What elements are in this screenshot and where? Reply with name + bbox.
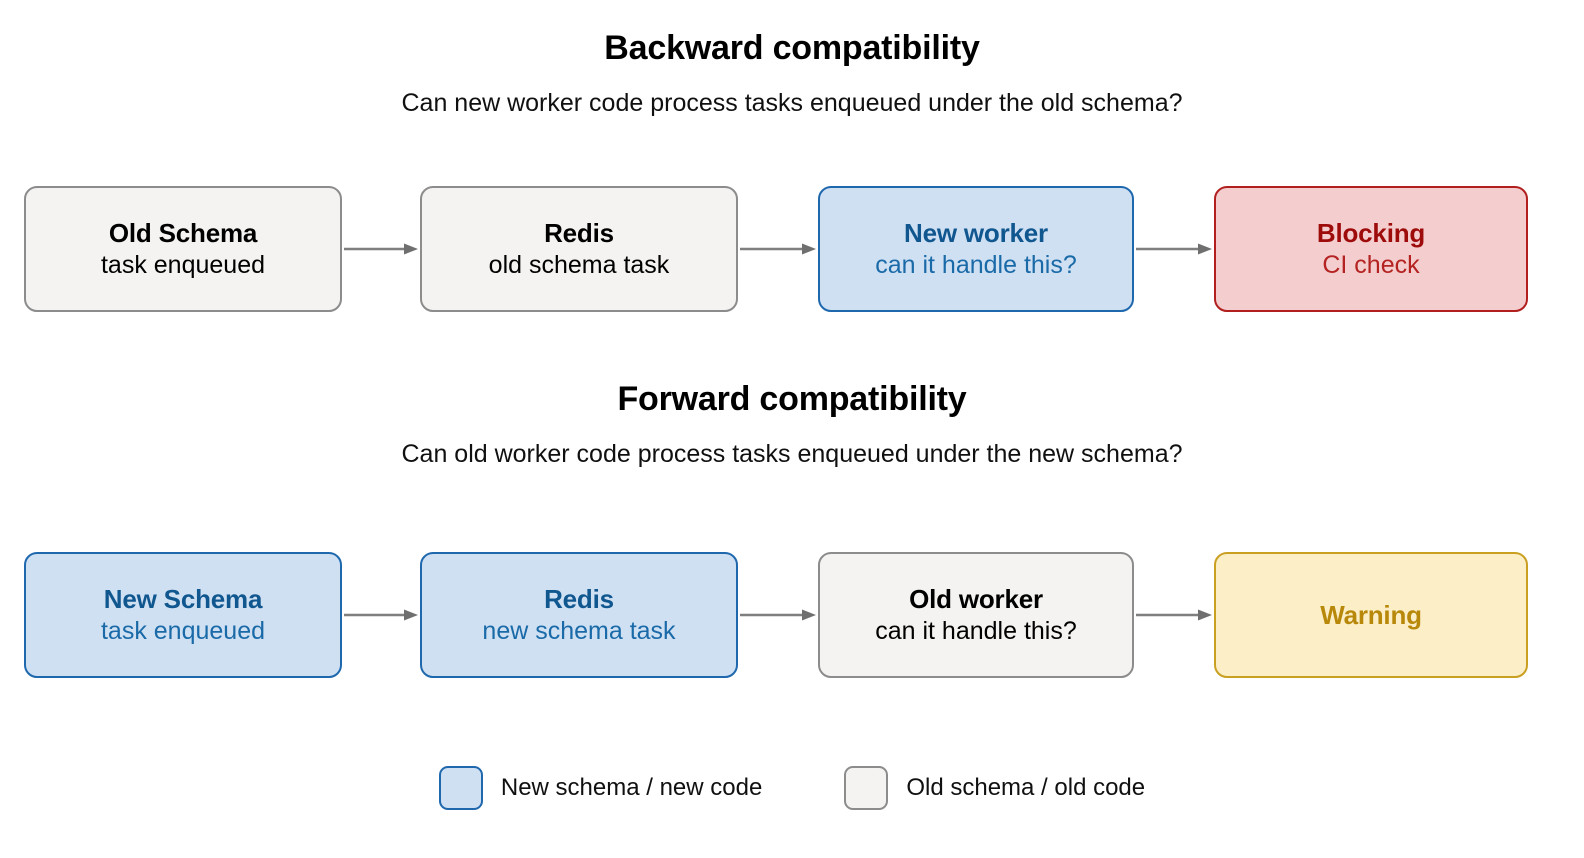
node-warning[interactable]: Warning bbox=[1214, 552, 1528, 678]
legend-swatch-neutral bbox=[844, 766, 889, 810]
node-title: Redis bbox=[544, 217, 614, 248]
legend-item-old: Old schema / old code bbox=[844, 766, 1145, 810]
flow-row-forward: New Schema task enqueued Redis new schem… bbox=[0, 552, 1584, 680]
node-title: Old Schema bbox=[108, 217, 258, 248]
node-old-schema[interactable]: Old Schema task enqueued bbox=[24, 186, 342, 312]
arrow-right-icon bbox=[344, 607, 418, 623]
node-redis-old[interactable]: Redis old schema task bbox=[420, 186, 738, 312]
flow-row-backward: Old Schema task enqueued Redis old schem… bbox=[0, 186, 1584, 314]
node-title: Warning bbox=[1320, 599, 1422, 630]
node-new-schema[interactable]: New Schema task enqueued bbox=[24, 552, 342, 678]
node-redis-new[interactable]: Redis new schema task bbox=[420, 552, 738, 678]
legend-label: New schema / new code bbox=[500, 774, 763, 801]
arrow-right-icon bbox=[740, 607, 816, 623]
section-title-forward: Forward compatibility bbox=[617, 380, 967, 418]
node-subtitle: task enqueued bbox=[100, 616, 266, 645]
node-title: Old worker bbox=[909, 583, 1043, 614]
node-subtitle: task enqueued bbox=[100, 250, 266, 279]
node-title: New Schema bbox=[103, 583, 263, 614]
node-old-worker[interactable]: Old worker can it handle this? bbox=[818, 552, 1134, 678]
section-title-backward: Backward compatibility bbox=[604, 29, 980, 67]
node-subtitle: CI check bbox=[1322, 250, 1420, 279]
legend-label: Old schema / old code bbox=[906, 774, 1146, 801]
arrow-right-icon bbox=[344, 241, 418, 257]
node-subtitle: can it handle this? bbox=[875, 250, 1077, 279]
node-title: Redis bbox=[544, 583, 614, 614]
node-title: Blocking bbox=[1316, 217, 1426, 248]
arrow-right-icon bbox=[1136, 607, 1212, 623]
legend-swatch-blue bbox=[438, 766, 483, 810]
section-subtitle-backward: Can new worker code process tasks enqueu… bbox=[401, 89, 1183, 117]
node-subtitle: new schema task bbox=[482, 616, 676, 645]
node-subtitle: can it handle this? bbox=[875, 616, 1077, 645]
legend: New schema / new code Old schema / old c… bbox=[0, 766, 1584, 810]
node-blocking-ci[interactable]: Blocking CI check bbox=[1214, 186, 1528, 312]
legend-item-new: New schema / new code bbox=[438, 766, 763, 810]
arrow-right-icon bbox=[1136, 241, 1212, 257]
node-subtitle: old schema task bbox=[488, 250, 670, 279]
node-new-worker[interactable]: New worker can it handle this? bbox=[818, 186, 1134, 312]
arrow-right-icon bbox=[740, 241, 816, 257]
section-subtitle-forward: Can old worker code process tasks enqueu… bbox=[401, 440, 1183, 468]
node-title: New worker bbox=[904, 217, 1048, 248]
